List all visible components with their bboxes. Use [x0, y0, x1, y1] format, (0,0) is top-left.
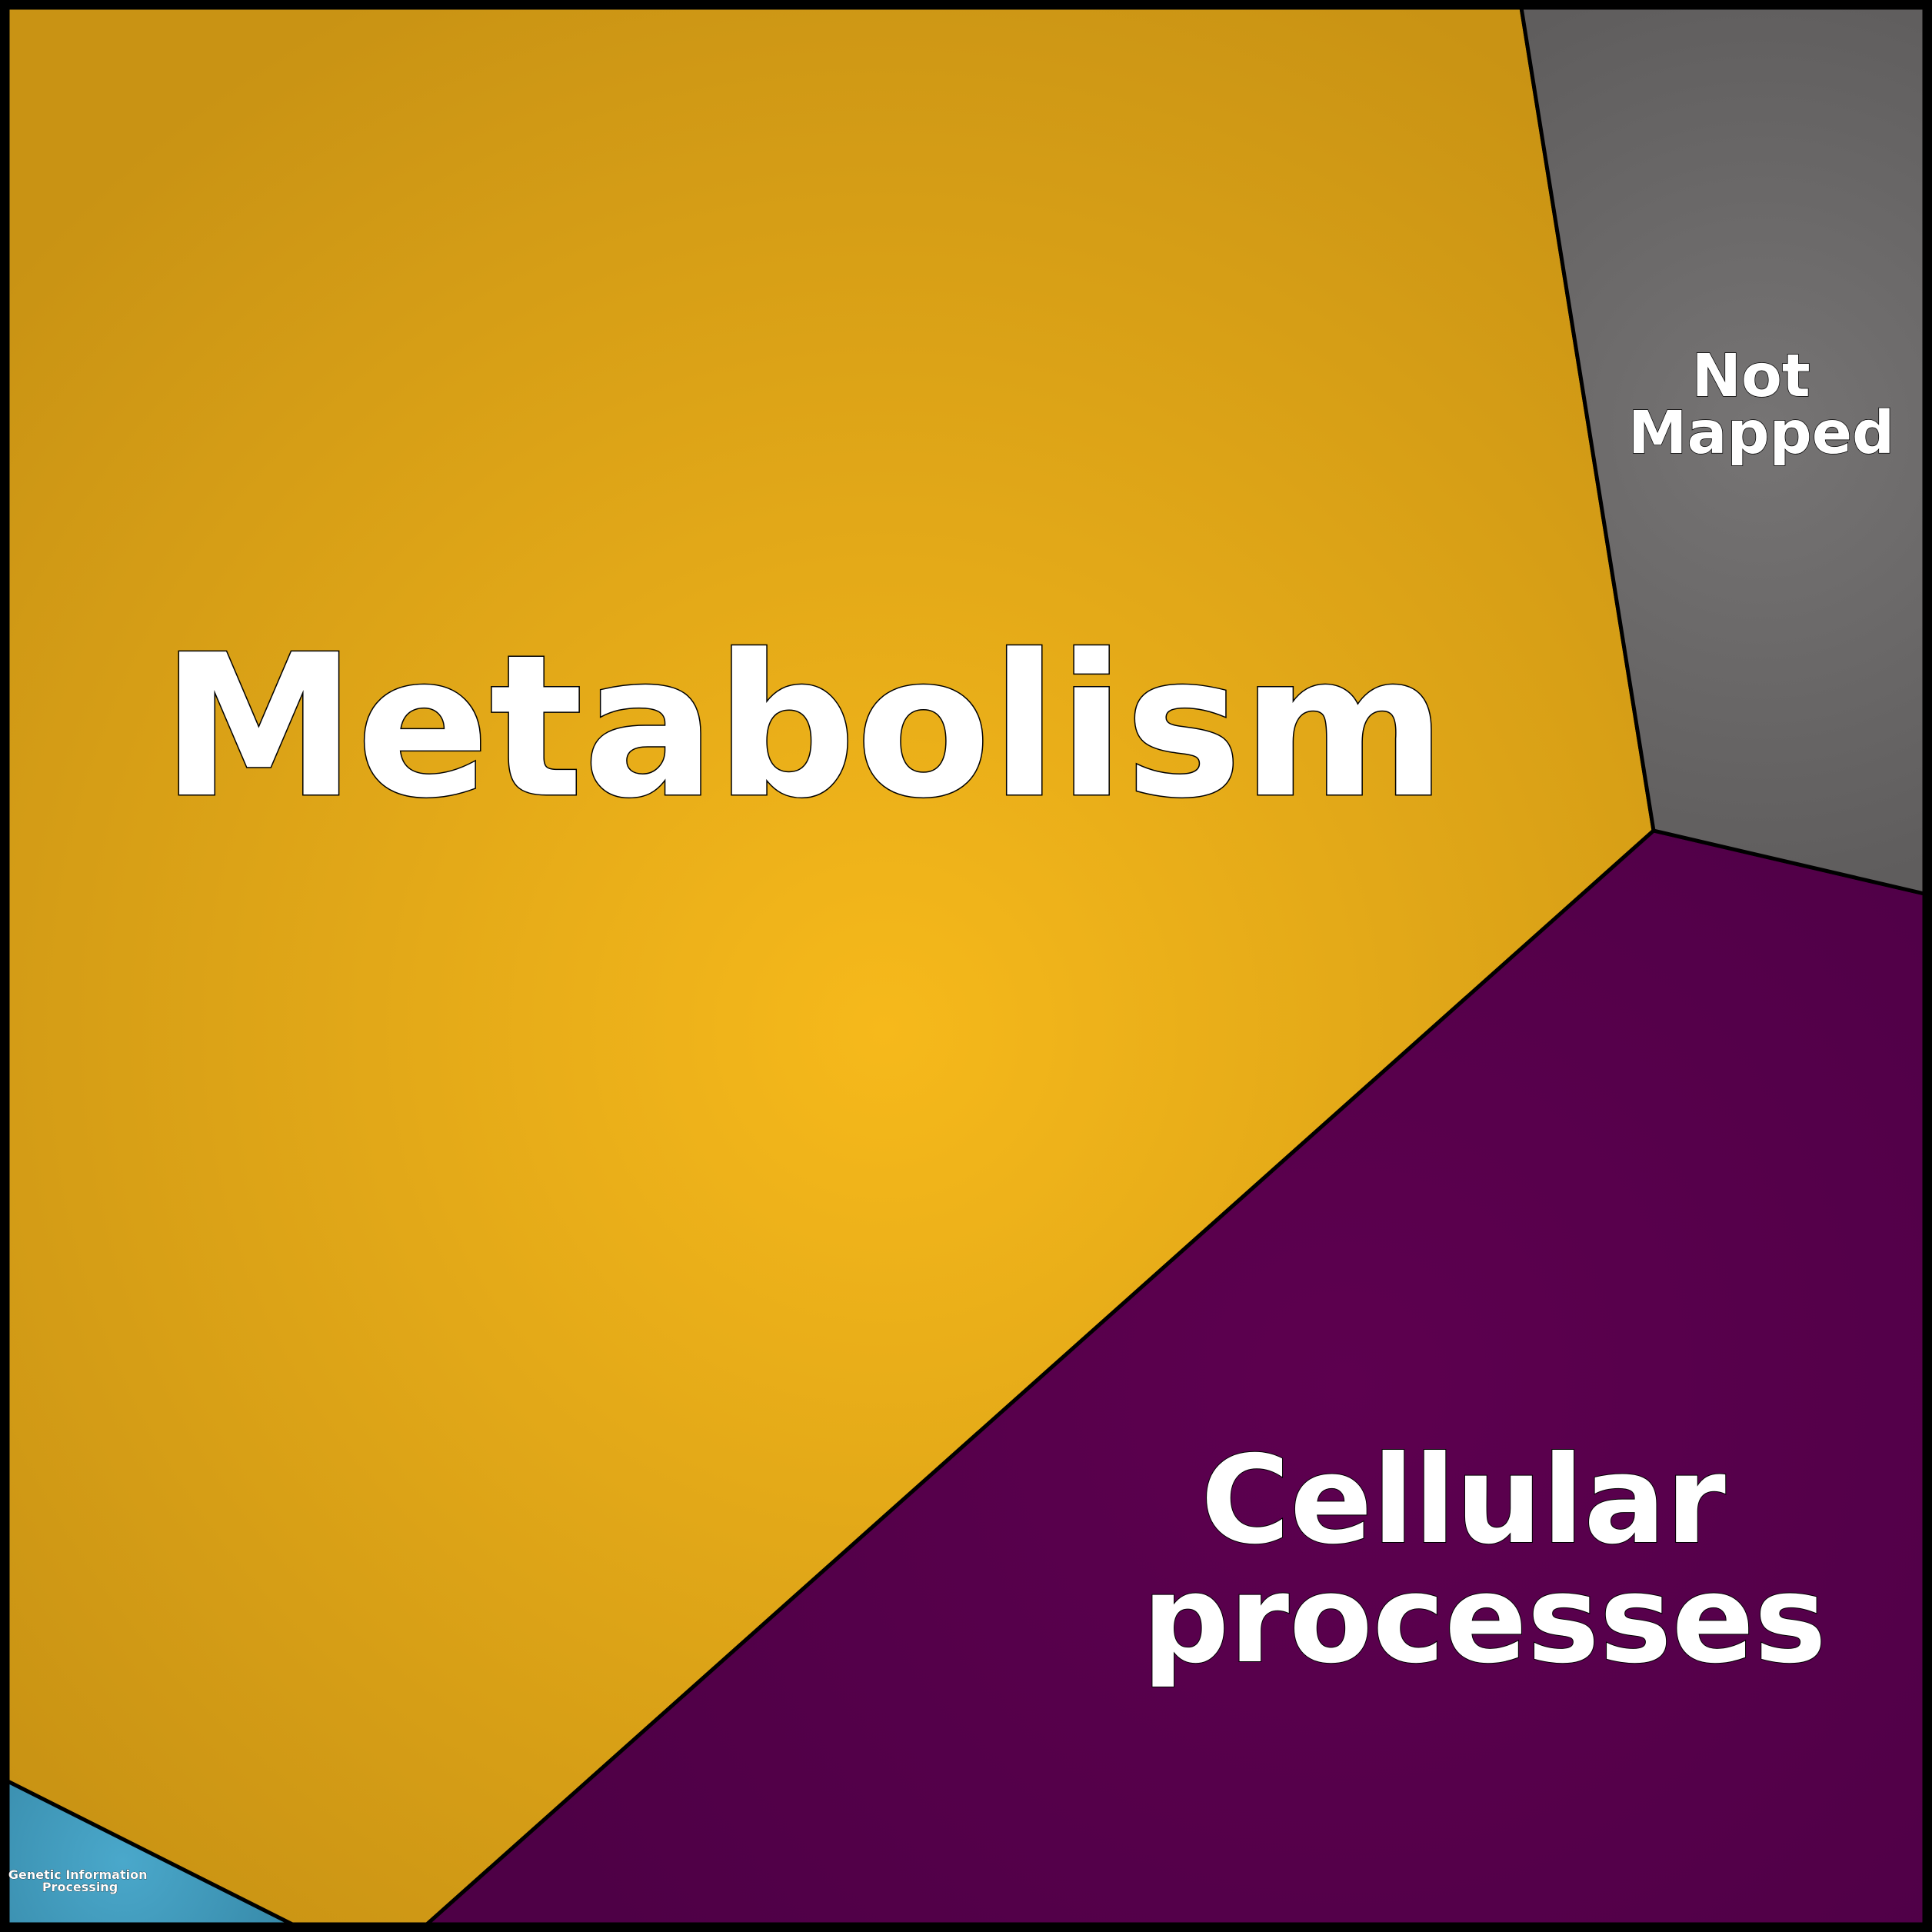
genetic-information-processing-label: Genetic Information Processing — [8, 1867, 152, 1894]
cellular-processes-label: Cellular processes — [1142, 1430, 1827, 1690]
metabolism-label: Metabolism — [162, 613, 1447, 841]
not-mapped-label: Not Mapped — [1628, 342, 1894, 468]
